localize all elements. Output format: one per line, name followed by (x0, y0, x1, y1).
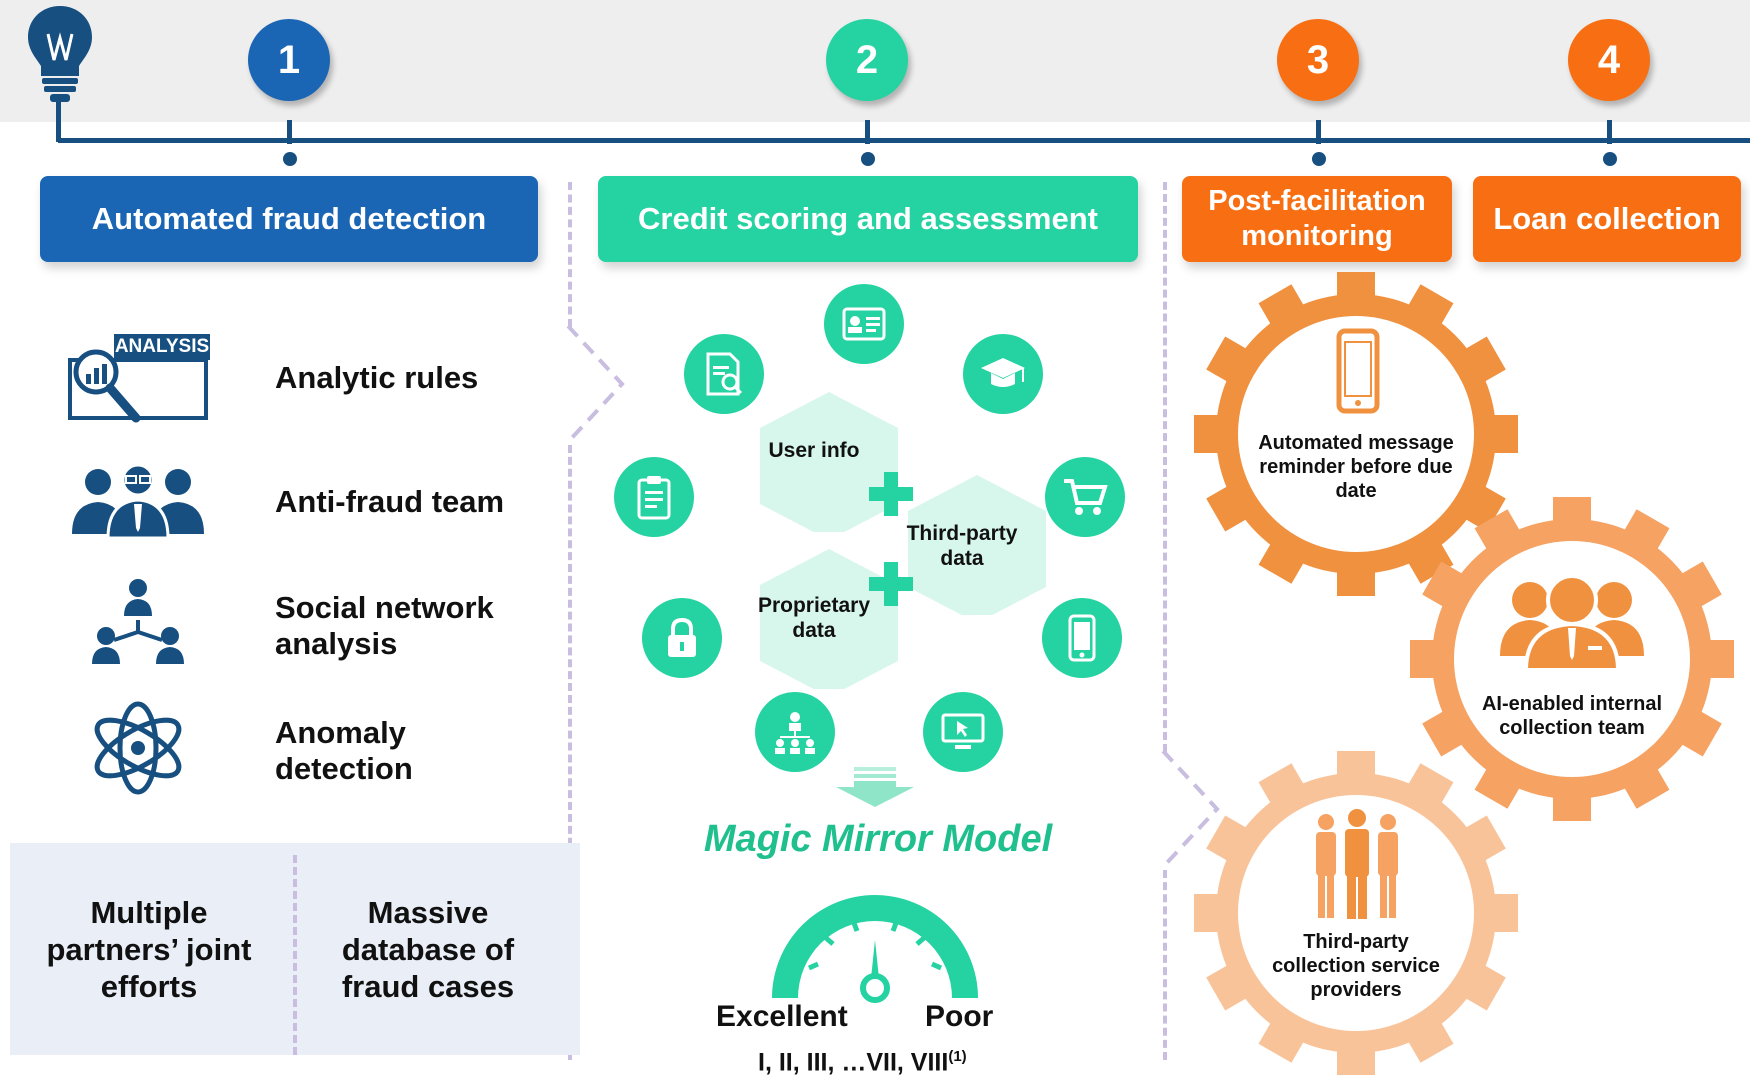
gauge-icon (772, 895, 978, 1003)
lightbulb-icon (28, 6, 92, 102)
timeline-dot (1603, 152, 1617, 166)
hexagon-third-party (908, 475, 1046, 615)
cart-icon (1045, 457, 1125, 537)
education-icon (963, 334, 1043, 414)
feature-anti-fraud-team: Anti-fraud team (275, 484, 505, 519)
atom-icon (94, 701, 182, 795)
model-title: Magic Mirror Model (703, 818, 1053, 860)
team-icon (72, 463, 204, 538)
gear-reminder-text: Automated message reminder before due da… (1258, 432, 1454, 502)
section-divider (1163, 870, 1167, 1060)
plus-icon (869, 562, 913, 606)
id-card-icon (824, 284, 904, 364)
network-icon (92, 579, 184, 664)
plus-icon (869, 472, 913, 516)
org-chart-icon (755, 692, 835, 772)
divider-chevron (1161, 749, 1220, 869)
step-1-badge: 1 (248, 19, 330, 101)
timeline-tick (865, 120, 870, 144)
section-divider (1163, 182, 1167, 752)
document-search-icon (684, 334, 764, 414)
analysis-badge: ANALYSIS (114, 334, 210, 360)
timeline-dot (1312, 152, 1326, 166)
phase-loan-collection: Loan collection (1473, 176, 1741, 262)
feature-social-network: Social network analysis (275, 590, 494, 661)
hexagon-proprietary (760, 549, 898, 689)
clipboard-icon (614, 457, 694, 537)
panel-database: Massive database of fraud cases (341, 895, 515, 1004)
section-divider (568, 182, 572, 327)
feature-analytic-rules: Analytic rules (275, 360, 479, 395)
grades-footnote: (1) (948, 1048, 967, 1065)
gear-third-party-text: Third-party collection service providers (1272, 931, 1440, 1001)
gauge-poor-label: Poor (925, 1000, 994, 1033)
panel-divider (293, 855, 297, 1055)
grades-text: I, II, III, …VII, VIII (758, 1048, 949, 1077)
analysis-icon: ANALYSIS (68, 332, 212, 424)
phase-monitoring: Post-facilitation monitoring (1182, 176, 1452, 262)
credit-grades: I, II, III, …VII, VIII(1) (758, 1048, 967, 1077)
feature-anomaly-detection: Anomaly detection (275, 715, 413, 786)
timeline-tick (1607, 120, 1612, 144)
timeline-dot (861, 152, 875, 166)
gauge-excellent-label: Excellent (716, 1000, 848, 1033)
step-2-badge: 2 (826, 19, 908, 101)
timeline-connector (56, 98, 61, 142)
timeline-line (58, 138, 1750, 143)
hex-third-party-label: Third-party data (906, 522, 1018, 570)
panel-partners: Multiple partners’ joint efforts (46, 895, 252, 1004)
providers-icon (1316, 809, 1398, 919)
screen-icon (923, 692, 1003, 772)
down-arrow-icon (836, 767, 914, 807)
timeline-dot (283, 152, 297, 166)
phase-fraud-detection: Automated fraud detection (40, 176, 538, 262)
hexagon-user-info (760, 392, 898, 532)
phase-credit-scoring: Credit scoring and assessment (598, 176, 1138, 262)
section-divider (568, 445, 572, 1060)
hex-user-info-label: User info (768, 439, 860, 462)
collection-team-icon (1500, 574, 1644, 672)
gear-internal-team-text: AI-enabled internal collection team (1481, 693, 1663, 739)
lock-icon (642, 598, 722, 678)
hex-proprietary-label: Proprietary data (757, 594, 871, 642)
divider-chevron (566, 324, 625, 444)
mobile-icon (1042, 598, 1122, 678)
step-4-badge: 4 (1568, 19, 1650, 101)
step-3-badge: 3 (1277, 19, 1359, 101)
timeline-tick (287, 120, 292, 144)
timeline-tick (1316, 120, 1321, 144)
phone-icon (1336, 328, 1380, 414)
magnifier-chart-icon (68, 349, 208, 423)
